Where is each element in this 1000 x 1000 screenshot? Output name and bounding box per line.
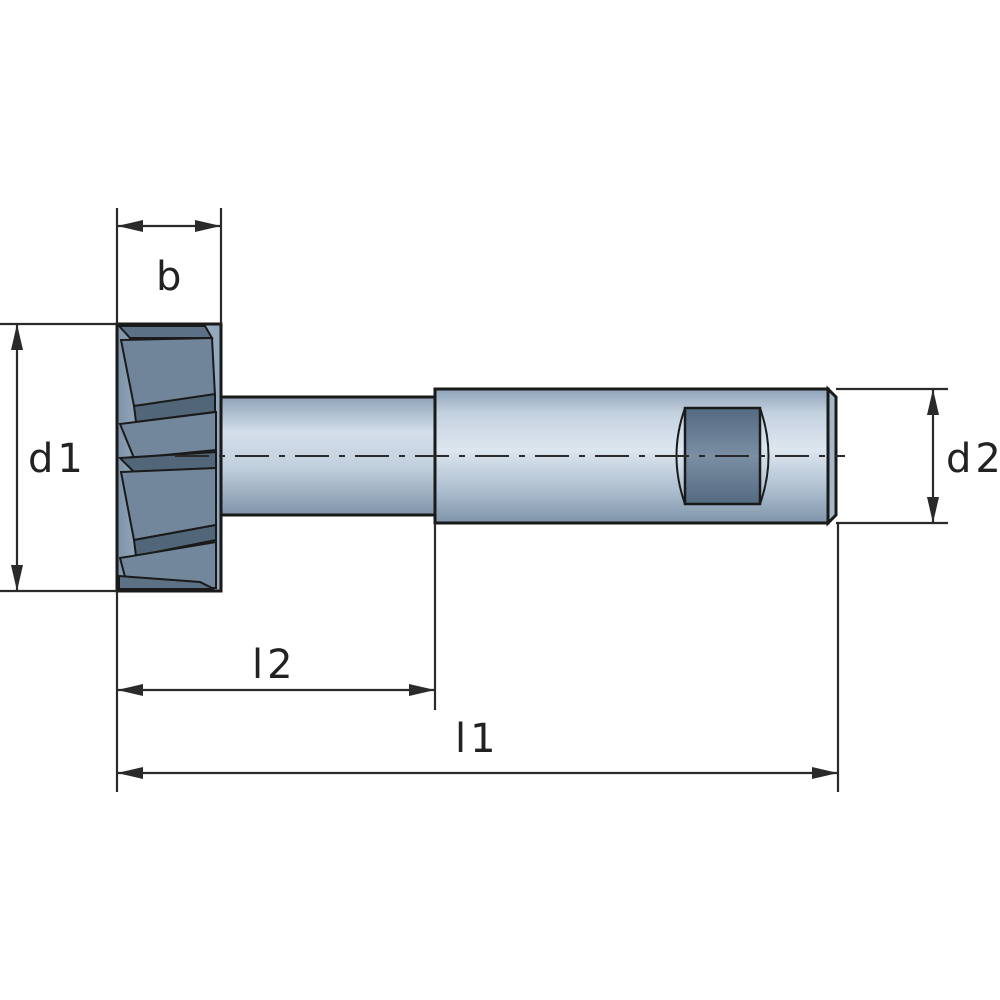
cutter-body	[115, 322, 838, 593]
label-l1: l1	[455, 716, 500, 762]
tooth	[132, 523, 217, 558]
tooth	[118, 574, 215, 590]
shank-end-chamfer	[826, 385, 838, 527]
tooth	[118, 410, 217, 460]
label-b: b	[156, 254, 185, 300]
dimension-d2: d2	[836, 387, 1000, 525]
dimension-l1: l1	[117, 523, 840, 792]
label-l2: l2	[252, 642, 297, 688]
dimension-b: b	[115, 208, 223, 324]
cutting-head	[115, 322, 223, 593]
label-d1: d1	[28, 436, 87, 482]
label-d2: d2	[946, 436, 1000, 482]
dimension-l2: l2	[115, 523, 437, 792]
tooth	[116, 325, 214, 339]
dimension-d1: d1	[0, 322, 117, 593]
